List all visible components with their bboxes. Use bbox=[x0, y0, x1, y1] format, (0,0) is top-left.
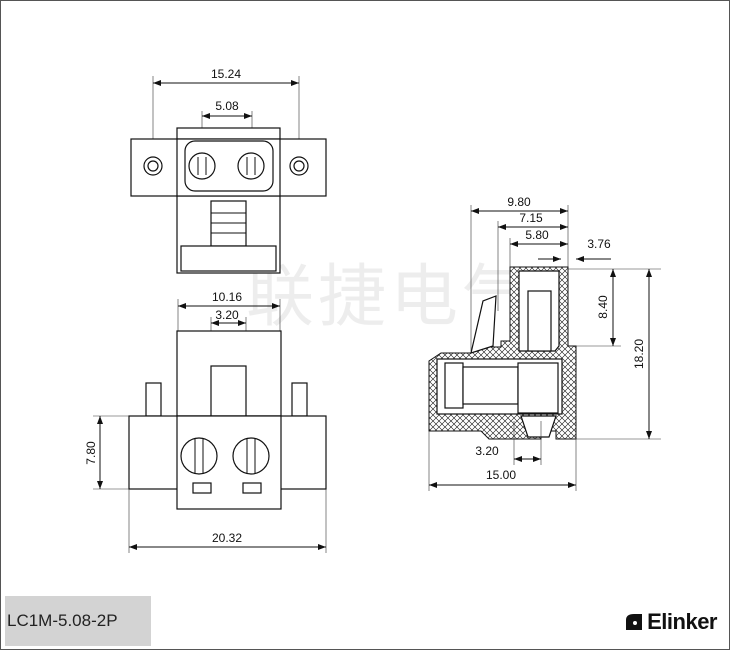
dim-front-slot: 3.20 bbox=[215, 308, 239, 322]
dim-front-overall: 20.32 bbox=[212, 531, 242, 545]
front-view: 10.16 3.20 7.80 20.32 bbox=[84, 290, 327, 553]
brand-logo: Elinker bbox=[624, 609, 717, 635]
dim-side-h2: 18.20 bbox=[632, 339, 646, 369]
dim-side-d2: 7.15 bbox=[519, 211, 543, 225]
dim-top-pitch: 5.08 bbox=[215, 99, 239, 113]
model-number-label: LC1M-5.08-2P bbox=[5, 596, 151, 646]
dim-side-d1: 9.80 bbox=[507, 195, 531, 209]
top-view: 15.24 5.08 bbox=[130, 67, 327, 274]
dim-top-overall: 15.24 bbox=[211, 67, 241, 81]
brand-name: Elinker bbox=[647, 609, 717, 634]
dim-side-d3: 5.80 bbox=[525, 228, 549, 242]
dim-side-b2: 15.00 bbox=[486, 468, 516, 482]
dim-front-width: 10.16 bbox=[212, 290, 242, 304]
dim-front-height: 7.80 bbox=[84, 441, 98, 465]
dim-side-b1: 3.20 bbox=[475, 444, 499, 458]
dim-side-d4: 3.76 bbox=[587, 237, 611, 251]
brand-logo-icon bbox=[626, 614, 643, 630]
dim-side-h1: 8.40 bbox=[596, 295, 610, 319]
side-view: 9.80 7.15 5.80 3.76 8.40 18.20 3.20 bbox=[428, 195, 661, 491]
